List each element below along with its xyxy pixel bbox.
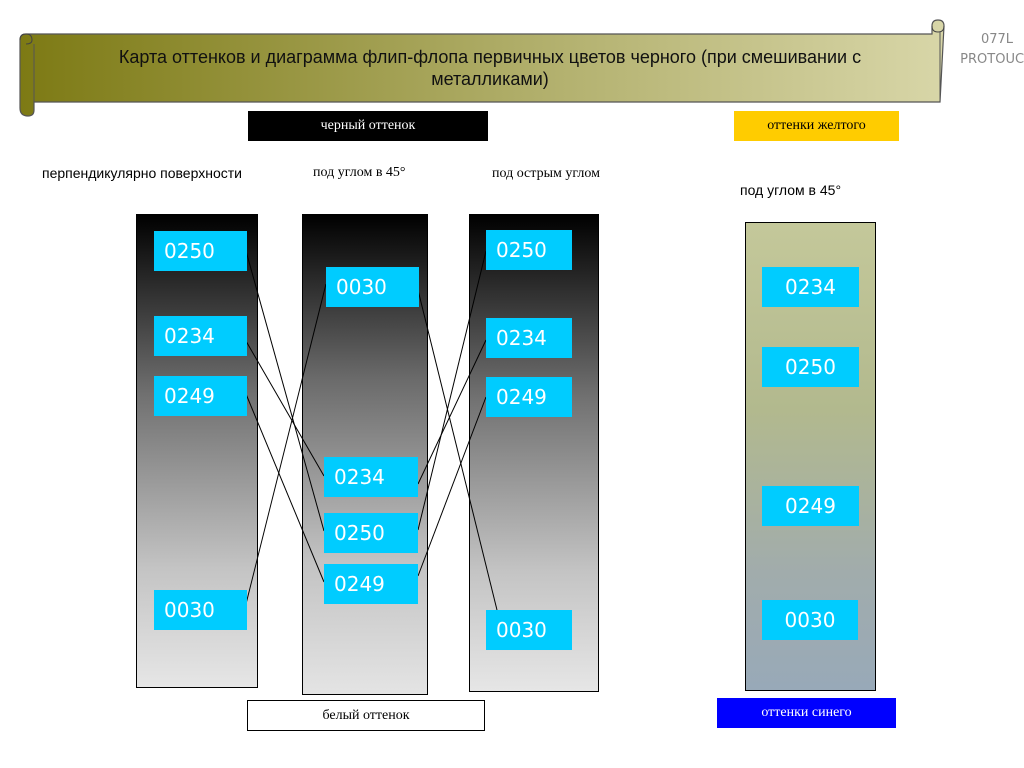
code-box-acute-4: 0030 xyxy=(486,610,572,650)
yellow-shades-label: оттенки желтого xyxy=(734,111,899,141)
line-0030-45-to-acute xyxy=(417,289,498,611)
title-banner xyxy=(19,19,945,117)
code-box-perpendicular-3: 0249 xyxy=(154,376,247,416)
header-angle45-right: под углом в 45° xyxy=(740,182,842,198)
code-box-acute-2: 0234 xyxy=(486,318,572,358)
code-box-acute-1: 0250 xyxy=(486,230,572,270)
header-perpendicular: перпендикулярно поверхности xyxy=(42,165,242,181)
code-box-angle45-4: 0249 xyxy=(324,564,418,604)
white-shade-label: белый оттенок xyxy=(247,700,485,731)
code-box-perpendicular-1: 0250 xyxy=(154,231,247,271)
code-box-angle45-3: 0250 xyxy=(324,513,418,553)
blue-shades-label: оттенки синего xyxy=(717,698,896,728)
code-box-perpendicular-2: 0234 xyxy=(154,316,247,356)
line-0250-45-to-acute xyxy=(417,250,487,531)
code-box-acute-3: 0249 xyxy=(486,377,572,417)
code-box-angle45-2: 0234 xyxy=(324,457,418,497)
black-shade-label: черный оттенок xyxy=(248,111,488,141)
code-box-yellow-blue-2: 0250 xyxy=(762,347,859,387)
code-box-yellow-blue-3: 0249 xyxy=(762,486,859,526)
code-box-angle45-1: 0030 xyxy=(326,267,419,307)
page-title: Карта оттенков и диаграмма флип-флопа пе… xyxy=(118,47,862,89)
header-angle45: под углом в 45° xyxy=(313,165,406,180)
code-box-yellow-blue-4: 0030 xyxy=(762,600,858,640)
line-0030-perp-to-45 xyxy=(245,283,327,605)
line-0234-45-to-acute xyxy=(417,339,487,485)
code-box-perpendicular-4: 0030 xyxy=(154,590,247,630)
corner-code: 077L PROTOUCH xyxy=(942,30,1024,70)
line-0249-45-to-acute xyxy=(417,396,487,577)
line-0234-perp-to-45 xyxy=(245,340,325,477)
code-box-yellow-blue-1: 0234 xyxy=(762,267,859,307)
line-0250-perp-to-45 xyxy=(245,250,325,532)
header-acute: под острым углом xyxy=(492,166,600,181)
corner-code-line-2: PROTOUCH xyxy=(960,52,1024,67)
corner-code-line-1: 077L xyxy=(980,32,1014,47)
line-0249-perp-to-45 xyxy=(245,393,325,583)
